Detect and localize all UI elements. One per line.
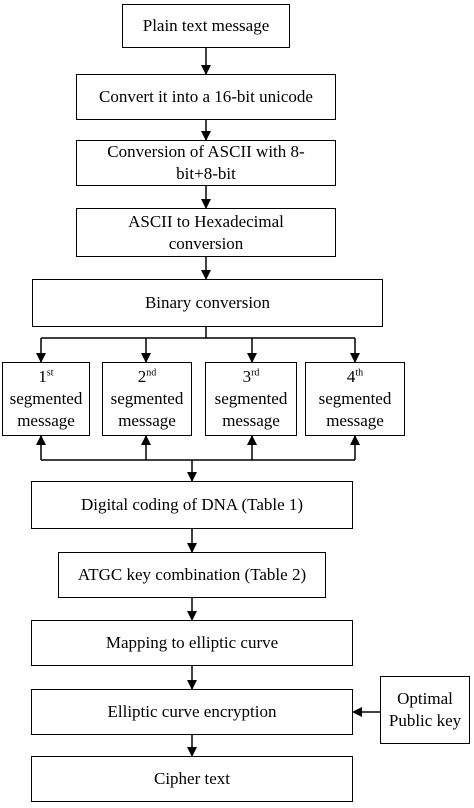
ascii-label-line1: Conversion of ASCII with 8- <box>107 142 305 161</box>
public-key-box: Optimal Public key <box>380 676 470 744</box>
atgc-label: ATGC key combination (Table 2) <box>77 565 307 584</box>
segment-1-line2: segmented <box>9 389 83 408</box>
segment-4-line3: message <box>326 411 384 430</box>
ascii-box: Conversion of ASCII with 8- bit+8-bit <box>76 140 336 186</box>
mapping-box: Mapping to elliptic curve <box>31 620 353 666</box>
encryption-label: Elliptic curve encryption <box>107 702 277 721</box>
hex-label-line1: ASCII to Hexadecimal <box>128 211 284 231</box>
public-key-line1: Optimal <box>397 689 453 708</box>
atgc-box: ATGC key combination (Table 2) <box>58 552 326 598</box>
plain-text-box: Plain text message <box>122 4 290 48</box>
hex-label-line2: conversion <box>168 233 244 253</box>
segment-1-line3: message <box>17 411 75 430</box>
ascii-label-line2: bit+8-bit <box>176 164 236 183</box>
binary-box: Binary conversion <box>32 279 383 327</box>
dna-box: Digital coding of DNA (Table 1) <box>31 481 353 529</box>
segment-3-line2: segmented <box>214 389 288 408</box>
segment-2-line2: segmented <box>110 389 184 408</box>
unicode-label: Convert it into a 16-bit unicode <box>99 87 313 106</box>
public-key-line2: Public key <box>388 711 462 730</box>
hex-box: ASCII to Hexadecimal conversion <box>76 208 336 257</box>
segment-box-2: 2nd segmented message <box>102 362 192 436</box>
segment-3-ordinal: 3rd <box>242 367 260 386</box>
segment-box-1: 1st segmented message <box>2 362 90 436</box>
unicode-box: Convert it into a 16-bit unicode <box>76 74 336 120</box>
segment-1-ordinal: 1st <box>38 367 54 386</box>
mapping-label: Mapping to elliptic curve <box>105 633 279 652</box>
cipher-box: Cipher text <box>31 756 353 802</box>
segment-4-line2: segmented <box>318 389 392 408</box>
segment-box-3: 3rd segmented message <box>205 362 297 436</box>
dna-label: Digital coding of DNA (Table 1) <box>80 495 304 514</box>
segment-2-line3: message <box>118 411 176 430</box>
segment-2-ordinal: 2nd <box>137 367 157 386</box>
segment-box-4: 4th segmented message <box>305 362 405 436</box>
encryption-box: Elliptic curve encryption <box>31 689 353 735</box>
plain-text-label: Plain text message <box>142 16 270 35</box>
segment-4-ordinal: 4th <box>346 367 364 386</box>
segment-3-line3: message <box>222 411 280 430</box>
cipher-label: Cipher text <box>153 769 230 788</box>
binary-label: Binary conversion <box>144 293 271 312</box>
